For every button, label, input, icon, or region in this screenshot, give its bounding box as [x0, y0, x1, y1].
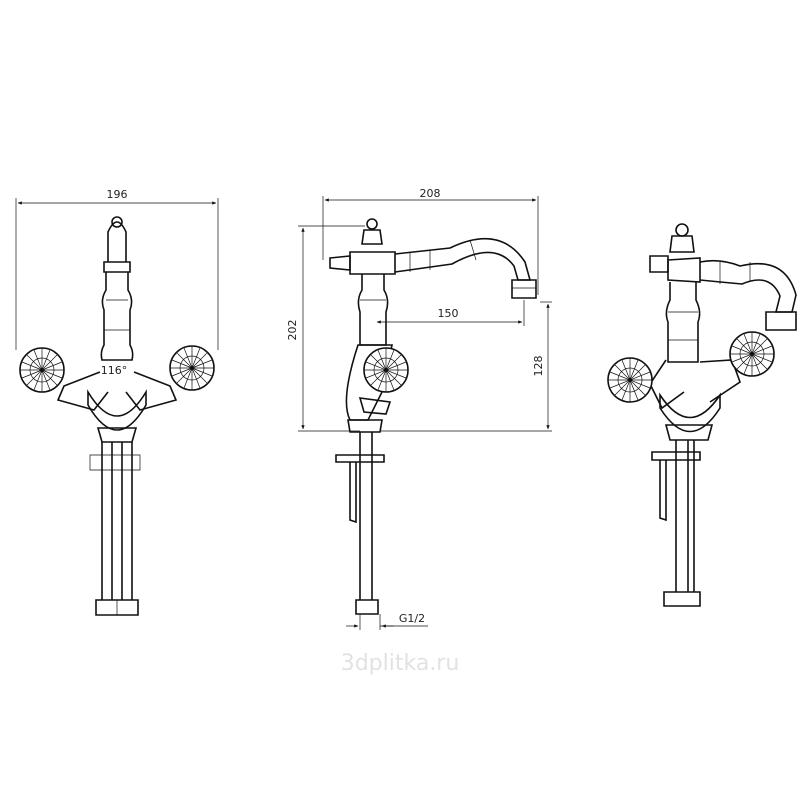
side-view: 208 202 150 128	[286, 187, 552, 630]
hot-handle-icon	[19, 347, 65, 393]
dimension-label-208: 208	[420, 187, 441, 200]
handle-side-icon	[363, 347, 409, 393]
cold-handle-perspective-icon	[729, 331, 775, 377]
thread-label: G1/2	[399, 612, 425, 625]
angle-label: 116°	[101, 364, 128, 377]
front-view: 196 116°	[15, 188, 219, 616]
dimension-150: 150	[376, 300, 525, 326]
dimension-label-128: 128	[532, 356, 545, 377]
dimension-202: 202	[286, 225, 365, 432]
dimension-label-196: 196	[107, 188, 128, 201]
dimension-196: 196	[15, 188, 219, 350]
watermark-text: 3dplitka.ru	[341, 651, 460, 676]
cold-handle-icon	[169, 345, 215, 391]
dimension-208: 208	[322, 187, 539, 295]
dimension-label-150: 150	[438, 307, 459, 320]
dimension-thread: G1/2	[346, 612, 428, 630]
hot-handle-perspective-icon	[607, 357, 653, 403]
perspective-view	[607, 223, 797, 607]
dimension-label-202: 202	[286, 320, 299, 341]
dimension-128: 128	[380, 301, 552, 432]
